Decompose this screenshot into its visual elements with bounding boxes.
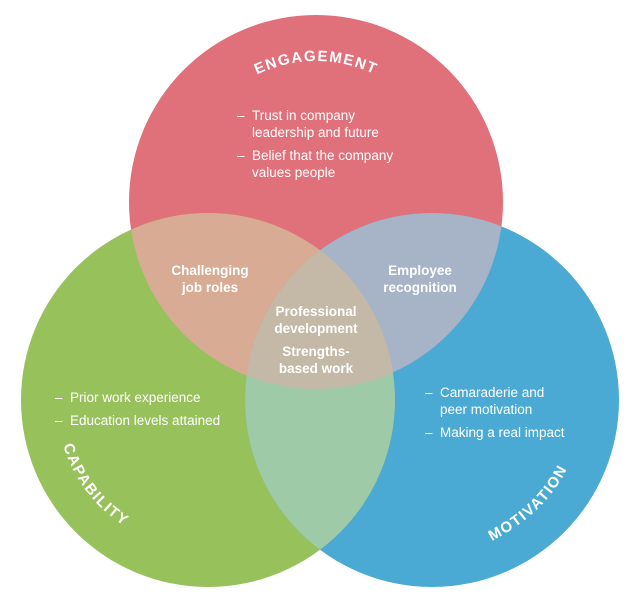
center-label-development: development [274,321,358,336]
center-label-strengths: Strengths- [282,344,350,359]
capability-bullet-line: Education levels attained [70,413,220,428]
bullet-dash: – [55,390,63,405]
center-label-strengths: based work [279,361,354,376]
overlap-label-challenging: job roles [181,280,238,295]
engagement-bullet-line: Trust in company [252,108,355,123]
center-label-development: Professional [275,304,356,319]
bullet-dash: – [237,148,245,163]
bullet-dash: – [425,385,433,400]
capability-bullet-line: Prior work experience [70,390,201,405]
overlap-label-recognition: recognition [383,280,457,295]
engagement-bullet-line: leadership and future [252,125,379,140]
engagement-bullet-line: Belief that the company [252,148,393,163]
bullet-dash: – [237,108,245,123]
bullet-dash: – [425,425,433,440]
bullet-dash: – [55,413,63,428]
motivation-bullet-line: Camaraderie and [440,385,544,400]
engagement-bullet-line: values people [252,165,335,180]
motivation-bullet-line: Making a real impact [440,425,565,440]
overlap-label-challenging: Challenging [171,263,248,278]
overlap-label-recognition: Employee [388,263,452,278]
center-overlap [245,213,395,389]
motivation-bullet-line: peer motivation [440,402,532,417]
